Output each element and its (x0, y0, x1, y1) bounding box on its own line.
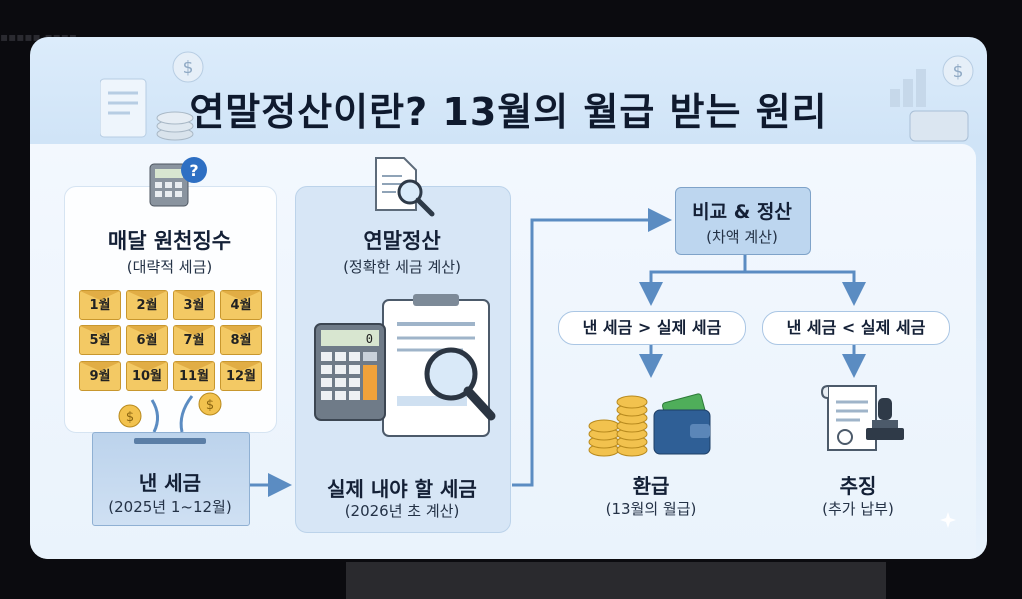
monthly-subtitle: (대략적 세금) (126, 258, 213, 276)
condition-underpaid-pill: 낸 세금 < 실제 세금 (762, 311, 950, 345)
paid-tax-title: 낸 세금 (138, 471, 202, 495)
background-caption-bar (346, 562, 886, 599)
coins-wallet-icon (588, 393, 711, 457)
svg-text:?: ? (189, 161, 198, 180)
sparkle-icon (940, 512, 956, 528)
calculator-display: 0 (366, 332, 373, 346)
condition-overpaid-pill: 낸 세금 > 실제 세금 (558, 311, 746, 345)
document-search-icon (375, 157, 435, 217)
monthly-title: 매달 원천징수 (107, 229, 232, 253)
settlement-subtitle: (정확한 세금 계산) (343, 258, 461, 276)
refund-subtitle: (13월의 월급) (605, 500, 697, 518)
document-coins-decoration-icon: $ (100, 51, 204, 141)
box-slot (134, 438, 206, 444)
actual-tax-title: 실제 내야 할 세금 (327, 477, 477, 501)
calculator-question-icon: ? (149, 157, 207, 207)
paid-tax-subtitle: (2025년 1~12월) (108, 498, 232, 516)
month-envelope: 4월 (220, 290, 262, 320)
month-envelope: 12월 (220, 361, 262, 391)
compare-settle-box (675, 187, 811, 255)
month-envelope: 9월 (79, 361, 121, 391)
month-envelope: 10월 (126, 361, 168, 391)
compare-subtitle: (차액 계산) (706, 228, 778, 246)
month-envelope: 11월 (173, 361, 215, 391)
calculator-clipboard-icon: 0 (314, 294, 496, 437)
chart-wallet-decoration-icon: $ (890, 55, 974, 142)
additional-tax-title: 추징 (839, 474, 877, 498)
refund-title: 환급 (632, 474, 670, 498)
svg-text:$: $ (183, 58, 194, 78)
settlement-title: 연말정산 (363, 229, 441, 253)
month-envelope: 8월 (220, 325, 262, 355)
svg-text:$: $ (953, 62, 964, 82)
svg-text:$: $ (206, 398, 214, 413)
month-envelope: 5월 (79, 325, 121, 355)
actual-tax-subtitle: (2026년 초 계산) (344, 502, 460, 520)
month-envelope: 7월 (173, 325, 215, 355)
month-envelope: 3월 (173, 290, 215, 320)
month-envelope: 1월 (79, 290, 121, 320)
falling-coins-icon: $ $ (118, 392, 222, 433)
paid-tax-box (92, 432, 250, 526)
page-title: 연말정산이란? 13월의 월급 받는 원리 (189, 90, 828, 134)
month-envelope: 6월 (126, 325, 168, 355)
compare-title: 비교 & 정산 (692, 201, 792, 223)
additional-tax-subtitle: (추가 납부) (822, 500, 894, 518)
document-stamp-icon (820, 385, 904, 451)
svg-text:$: $ (126, 410, 134, 425)
month-envelope: 2월 (126, 290, 168, 320)
